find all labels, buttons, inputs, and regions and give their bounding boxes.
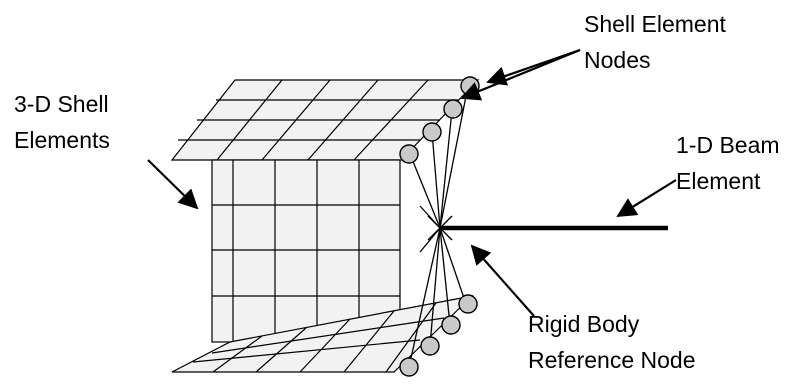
arrow-to-beam-element — [616, 179, 677, 218]
arrow-to-shell-elements — [147, 159, 199, 210]
arrow-to-second-node — [460, 48, 581, 101]
shell-node — [443, 99, 463, 119]
bottom-flange-outline — [171, 295, 474, 373]
label-3d-shell-line2: Elements — [14, 127, 110, 153]
label-rigid-body-line2: Reference Node — [528, 347, 696, 373]
label-shell-element-line1: Shell Element — [584, 11, 727, 37]
shell-node — [458, 294, 478, 314]
bottom-flange-mesh — [171, 295, 474, 373]
label-1d-beam-line1: 1-D Beam — [676, 132, 780, 158]
top-flange-mesh — [170, 79, 480, 161]
shell-node — [420, 336, 440, 356]
label-3d-shell-line1: 3-D Shell — [14, 91, 109, 117]
shell-node — [422, 122, 442, 142]
label-rigid-body-line1: Rigid Body — [528, 311, 640, 337]
shell-node — [399, 357, 419, 377]
arrow-to-reference-node — [470, 244, 535, 317]
label-shell-element-line2: Nodes — [584, 47, 650, 73]
label-1d-beam-line2: Element — [676, 168, 761, 194]
shell-node — [399, 144, 419, 164]
shell-element-nodes — [399, 76, 480, 377]
shell-node — [441, 315, 461, 335]
